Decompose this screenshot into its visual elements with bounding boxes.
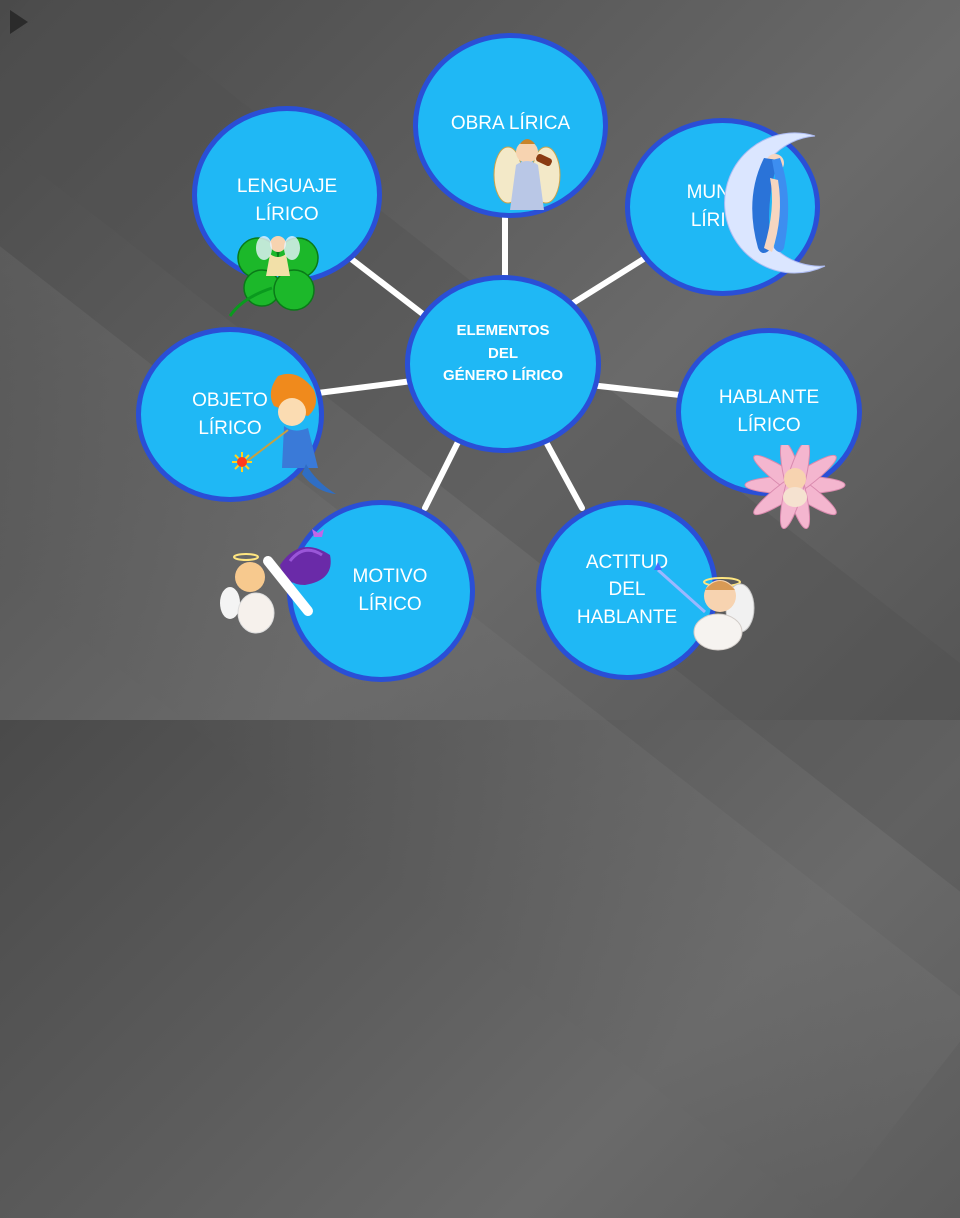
- rose-angel-icon: [220, 529, 331, 634]
- connector-mundo: [567, 252, 653, 308]
- connector-objeto: [315, 377, 423, 396]
- node-obra-lirica[interactable]: OBRA LÍRICA: [413, 33, 608, 218]
- connector-lenguaje: [347, 255, 431, 321]
- node-motivo-lirico[interactable]: MOTIVO LÍRICO: [287, 500, 475, 682]
- center-node-elementos[interactable]: ELEMENTOS DEL GÉNERO LÍRICO: [405, 275, 601, 453]
- moon-fairy-icon: [724, 132, 826, 274]
- wand-fairy-icon: [232, 373, 336, 494]
- connector-hablante: [587, 382, 683, 398]
- connector-lines: [0, 0, 960, 720]
- violin-angel-icon: [493, 139, 561, 210]
- connector-actitud: [542, 437, 585, 511]
- slide-bullet-icon: [10, 10, 28, 34]
- clover-fairy-icon: [228, 236, 319, 317]
- praying-angel-icon: [654, 562, 755, 651]
- connector-motivo: [422, 439, 461, 511]
- flower-angel-icon: [744, 445, 846, 530]
